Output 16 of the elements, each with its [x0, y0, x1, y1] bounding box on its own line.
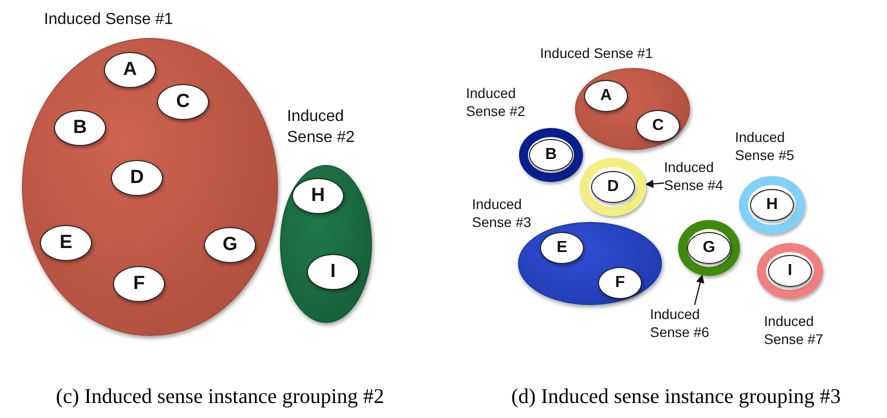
sense-ring — [678, 220, 740, 276]
sense-label: Induced Sense #1 — [540, 44, 654, 62]
caption: (c) Induced sense instance grouping #2 — [56, 384, 384, 409]
instance-ellipse: D — [591, 171, 635, 203]
leader-arrow — [645, 180, 664, 188]
caption: (d) Induced sense instance grouping #3 — [511, 384, 841, 409]
instance-ellipse: G — [687, 232, 731, 264]
sense-label: Induced Sense #7 — [764, 312, 824, 348]
sense-label: Induced Sense #1 — [44, 10, 174, 30]
sense-label: Induced Sense #5 — [735, 128, 796, 164]
leader-arrow — [694, 274, 704, 306]
sense-ring — [580, 158, 646, 216]
sense-label: Induced Sense #3 — [472, 195, 532, 232]
sense-label: Induced Sense #6 — [650, 305, 728, 349]
sense-label: Induced Sense #2 — [287, 107, 356, 148]
sense-label: Induced Sense #2 — [466, 84, 526, 120]
